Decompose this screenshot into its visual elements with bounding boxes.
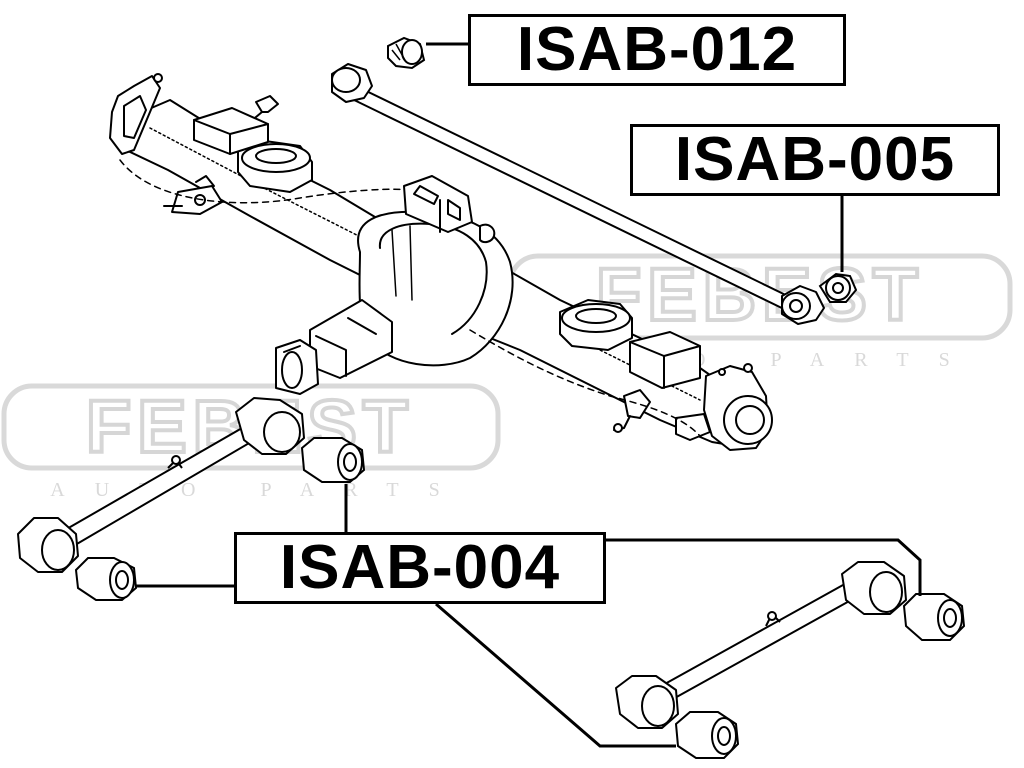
rear-axle-housing: [109, 73, 773, 451]
label-isab-004: ISAB-004: [234, 532, 606, 604]
bushing-isab-004-right-upper: [902, 593, 966, 641]
lower-arm-left: [17, 397, 305, 573]
bushing-isab-004-right-lower: [674, 711, 740, 759]
lower-arm-right: [615, 561, 907, 729]
bushing-isab-012: [387, 36, 426, 70]
label-isab-012: ISAB-012: [468, 14, 846, 86]
bushing-isab-005: [818, 272, 858, 303]
leader-isab-004-d: [435, 602, 676, 748]
leader-isab-004-c: [606, 538, 922, 596]
bushing-isab-004-left-lower: [74, 557, 138, 601]
lateral-rod: [331, 63, 825, 325]
bushing-isab-004-left-upper: [300, 437, 366, 483]
label-isab-005: ISAB-005: [630, 124, 1000, 196]
leader-lines: [136, 42, 922, 748]
watermark-tagline-left: AUTO PARTS: [50, 479, 469, 501]
